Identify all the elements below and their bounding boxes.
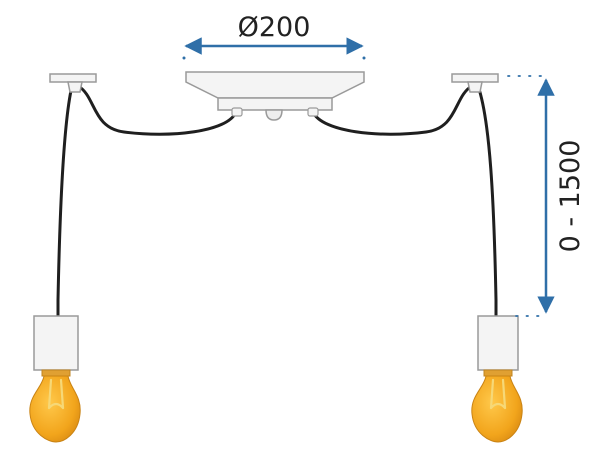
- height-label: 0 - 1500: [555, 140, 586, 253]
- left-hook-body: [67, 81, 83, 93]
- canopy-right-grommet: [307, 107, 319, 117]
- right-ceiling-hook: [451, 73, 499, 93]
- cables: [56, 84, 498, 318]
- left-lamp: [29, 315, 81, 443]
- canopy-left-grommet: [231, 107, 243, 117]
- right-bulb: [471, 375, 523, 443]
- right-hook-plate: [451, 73, 499, 83]
- width-label: Ø200: [238, 12, 311, 43]
- left-ceiling-hook: [49, 73, 97, 93]
- height-dimension: 0 - 1500: [507, 75, 586, 317]
- right-cable-drop: [476, 84, 498, 318]
- left-cable-drop: [56, 84, 74, 318]
- left-socket: [33, 315, 79, 371]
- right-hook-body: [467, 81, 483, 93]
- width-guide-dot-right: [362, 56, 366, 60]
- left-bulb: [29, 375, 81, 443]
- right-filament: [489, 378, 507, 410]
- right-cable-loop: [311, 84, 474, 136]
- ceiling-canopy: [185, 71, 365, 121]
- left-cable-loop: [76, 84, 238, 136]
- canopy-center-knob: [265, 109, 283, 121]
- left-bulb-neck: [41, 369, 71, 377]
- width-dimension: Ø200: [182, 12, 366, 60]
- right-lamp: [471, 315, 523, 443]
- canopy-plate: [185, 71, 365, 99]
- left-filament: [47, 378, 65, 410]
- left-hook-plate: [49, 73, 97, 83]
- width-guide-dot-left: [182, 56, 186, 60]
- right-bulb-neck: [483, 369, 513, 377]
- right-socket: [477, 315, 519, 371]
